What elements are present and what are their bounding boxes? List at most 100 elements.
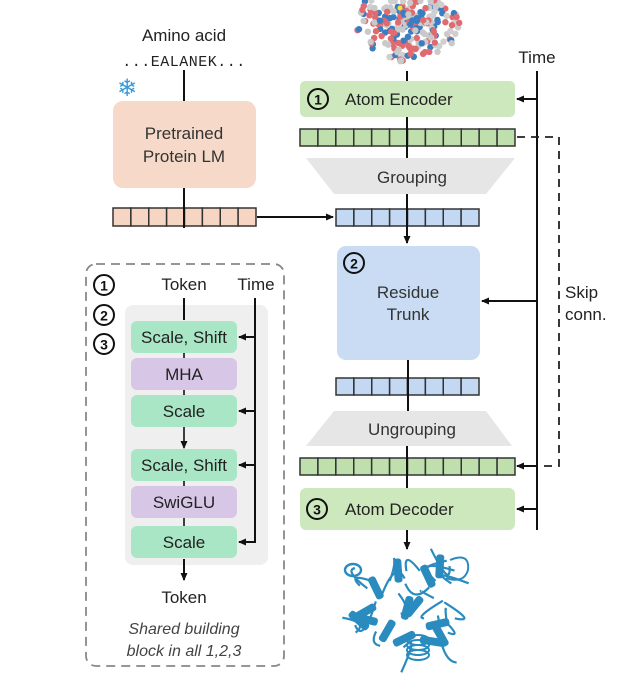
residue-token-cell (388, 208, 409, 227)
protein-helix (432, 624, 449, 647)
atom-token-cell (478, 128, 498, 147)
atom-encoder-block (300, 81, 515, 117)
residue-token-cell (424, 377, 444, 396)
trunk-number: 2 (350, 256, 358, 272)
atom-point (412, 27, 419, 34)
atom-point (395, 39, 402, 47)
atom-point (391, 0, 398, 5)
badge-3: 3 (100, 337, 108, 353)
layer-mha-label: MHA (165, 365, 203, 384)
atom-token-cell (442, 128, 463, 147)
atom-token-cell (406, 457, 427, 476)
skip-label-line2: conn. (565, 305, 607, 324)
layer-scale-shift-block (131, 449, 237, 481)
atom-point (397, 5, 403, 11)
protein-loop (350, 567, 368, 590)
atom-token-cell (388, 457, 409, 476)
atom-token-cell (353, 128, 373, 147)
atom-token-cell (406, 128, 427, 147)
residue-token-cell (406, 208, 427, 227)
atom-point (431, 39, 438, 46)
residue-token-cell (353, 377, 373, 396)
atom-decoder-block (300, 488, 515, 530)
badge-1: 1 (100, 278, 108, 294)
atom-point (438, 1, 445, 8)
atom-point (407, 21, 414, 28)
layer-scale-block (131, 395, 237, 427)
atom-token-cell (335, 457, 355, 476)
atom-point (413, 17, 421, 24)
atom-point (406, 44, 414, 52)
protein-helix (378, 619, 396, 643)
atom-point (448, 22, 456, 29)
layer-swiglu-label: SwiGLU (153, 493, 215, 512)
residue-trunk-block (337, 246, 480, 360)
protein-helix (393, 558, 403, 583)
atom-encoder-label: Atom Encoder (345, 90, 453, 109)
residue-token-cell (371, 377, 391, 396)
protein-loop (379, 571, 406, 598)
encoder-number: 1 (314, 92, 322, 108)
layer-mha-block (131, 358, 237, 390)
atom-point (421, 30, 428, 38)
shared-block-dashed-frame (85, 263, 285, 667)
atom-point (385, 41, 392, 48)
atom-token-cell (442, 457, 463, 476)
decoder-number-badge (306, 498, 328, 520)
snowflake-icon: ❄ (117, 75, 137, 102)
layer-scale-label: Scale (163, 533, 206, 552)
lm-embedding-cell (183, 207, 204, 227)
atom-point (442, 5, 449, 12)
atom-point (427, 34, 435, 41)
protein-loop (372, 631, 381, 647)
residue-token-cell (335, 377, 355, 396)
atom-point (371, 4, 378, 12)
atom-token-cell (460, 128, 480, 147)
layer-scale-shift-label: Scale, Shift (141, 456, 227, 475)
residue-token-cell (424, 208, 444, 227)
atom-token-cell (370, 457, 391, 476)
residue-trunk-label-line2: Trunk (387, 305, 430, 324)
layer-scale-label: Scale (163, 402, 206, 421)
atom-point (413, 34, 420, 42)
atom-point (430, 27, 437, 35)
protein-loop (441, 574, 470, 585)
atom-point (422, 4, 429, 12)
residue-token-cell (335, 208, 355, 227)
pretrained-protein-lm-block (113, 101, 256, 188)
shared-caption-line2: block in all 1,2,3 (127, 643, 242, 660)
atom-point (394, 19, 402, 26)
lm-embedding-cell (219, 207, 239, 227)
atom-token-cell (388, 128, 409, 147)
atom-point (453, 13, 460, 21)
protein-loop (404, 558, 421, 572)
atom-point (434, 18, 441, 26)
residue-token-cell (460, 377, 480, 396)
atom-token-cell (370, 128, 391, 147)
block-number-badges: 1 2 3 (93, 274, 115, 355)
protein-coil (406, 649, 430, 661)
atom-token-cell (299, 457, 319, 476)
shared-caption-line1: Shared building (128, 621, 239, 638)
protein-helix (404, 595, 424, 618)
atom-point (366, 12, 373, 19)
atom-point (383, 20, 390, 27)
atom-decoder-label: Atom Decoder (345, 500, 454, 519)
atom-point (456, 19, 463, 27)
atom-point (394, 26, 402, 33)
residue-token-cell (353, 208, 373, 227)
atom-point (368, 0, 375, 4)
atom-point (360, 17, 367, 25)
protein-loop (420, 599, 444, 620)
atom-point (448, 40, 455, 47)
atom-token-cell (299, 128, 319, 147)
protein-loop (429, 548, 451, 576)
residue-tokens-grouped (335, 208, 480, 227)
ungrouping-block (306, 411, 512, 446)
atom-point (390, 29, 398, 37)
lm-embedding-cell (148, 207, 168, 227)
atom-point (372, 28, 380, 35)
protein-helix (368, 576, 384, 600)
layer-scale-shift-block (131, 321, 237, 353)
lm-embedding-cell (130, 207, 150, 227)
